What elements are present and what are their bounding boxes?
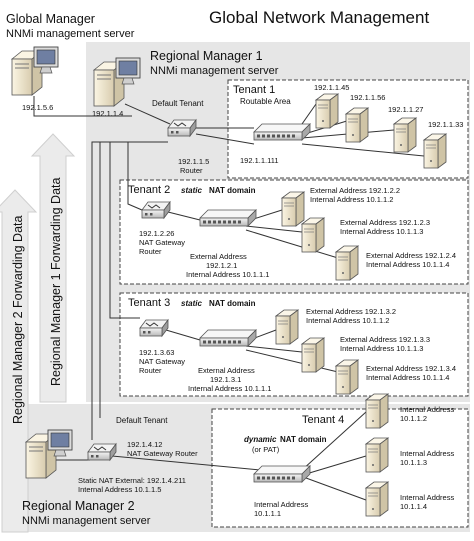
regional-manager-1-ip: 192.1.1.4 (92, 109, 123, 118)
regional-manager-2-subtitle: NNMi management server (22, 515, 151, 527)
tenant-4-host-3-l2: 10.1.1.4 (400, 502, 427, 511)
tenant-2-host-1-int: Internal Address 10.1.1.2 (310, 195, 393, 204)
global-manager-ip: 192.1.5.6 (22, 103, 53, 112)
tenant-2-title: Tenant 2 (128, 184, 170, 196)
regional-2-gateway-ip: 192.1.4.12 (127, 440, 162, 449)
tenant-3-switch-icon (199, 329, 257, 347)
tenant-2-domain-type: static (181, 186, 202, 195)
tenant-2-switch-label-3: Internal Address 10.1.1.1 (186, 270, 269, 279)
tenant-1-host-4-ip: 192.1.1.33 (428, 120, 463, 129)
tenant-1-host-2-ip: 192.1.1.56 (350, 93, 385, 102)
tenant-2-host-3-icon (335, 245, 359, 281)
tenant-1-subtitle: Routable Area (240, 97, 291, 106)
tenant-4-domain-note: (or PAT) (252, 445, 280, 454)
regional-2-internal-address: Internal Address 10.1.1.5 (78, 485, 161, 494)
tenant-4-host-1-l1: Internal Address (400, 405, 454, 414)
regional-1-router-icon (167, 119, 197, 137)
regional-1-router-ip: 192.1.1.5 (178, 157, 209, 166)
tenant-3-host-1-icon (275, 309, 299, 345)
tenant-3-switch-label-3: Internal Address 10.1.1.1 (188, 384, 271, 393)
tenant-2-host-1-icon (281, 191, 305, 227)
tenant-3-router-label-2: Router (139, 366, 162, 375)
rm1-forwarding-label: Regional Manager 1 Forwarding Data (49, 178, 63, 386)
tenant-4-switch-icon (253, 465, 311, 483)
tenant-1-host-1-ip: 192.1.1.45 (314, 83, 349, 92)
tenant-2-host-3-int: Internal Address 10.1.1.4 (366, 260, 449, 269)
tenant-1-title: Tenant 1 (233, 84, 275, 96)
tenant-3-title: Tenant 3 (128, 297, 170, 309)
tenant-3-host-1-ext: External Address 192.1.3.2 (306, 307, 396, 316)
tenant-1-host-3-ip: 192.1.1.27 (388, 105, 423, 114)
regional-2-static-nat-external: Static NAT External: 192.1.4.211 (78, 476, 186, 485)
tenant-2-host-2-icon (301, 217, 325, 253)
rm1-forwarding-arrow (30, 133, 76, 403)
tenant-4-switch-label-1: Internal Address (254, 500, 308, 509)
tenant-2-host-2-int: Internal Address 10.1.1.3 (340, 227, 423, 236)
regional-2-gateway-label: NAT Gateway Router (127, 449, 198, 458)
global-manager-subtitle: NNMi management server (6, 28, 135, 40)
tenant-2-switch-label-1: External Address (190, 252, 247, 261)
tenant-3-router-ip: 192.1.3.63 (139, 348, 174, 357)
tenant-1-host-2-icon (345, 107, 369, 143)
tenant-4-host-2-icon (365, 437, 389, 473)
tenant-2-router-icon (141, 201, 171, 219)
regional-1-router-label: Router (180, 166, 203, 175)
tenant-2-router-label-2: Router (139, 247, 162, 256)
tenant-4-host-2-l2: 10.1.1.3 (400, 458, 427, 467)
tenant-2-domain-label: NAT domain (209, 186, 256, 195)
tenant-3-host-3-icon (335, 359, 359, 395)
tenant-2-host-3-ext: External Address 192.1.2.4 (366, 251, 456, 260)
tenant-1-host-4-icon (423, 133, 447, 169)
tenant-3-host-2-int: Internal Address 10.1.1.3 (340, 344, 423, 353)
tenant-3-switch-label-2: 192.1.3.1 (210, 375, 241, 384)
regional-manager-1-title: Regional Manager 1 (150, 49, 263, 63)
tenant-1-switch-icon (253, 123, 311, 141)
tenant-4-domain-label: NAT domain (280, 435, 327, 444)
tenant-3-host-2-ext: External Address 192.1.3.3 (340, 335, 430, 344)
tenant-2-host-2-ext: External Address 192.1.2.3 (340, 218, 430, 227)
regional-manager-2-title: Regional Manager 2 (22, 499, 135, 513)
tenant-3-domain-type: static (181, 299, 202, 308)
tenant-1-host-3-icon (393, 117, 417, 153)
tenant-3-router-label-1: NAT Gateway (139, 357, 185, 366)
tenant-4-box (211, 408, 469, 528)
tenant-1-host-1-icon (315, 93, 339, 129)
tenant-4-host-2-l1: Internal Address (400, 449, 454, 458)
tenant-3-host-1-int: Internal Address 10.1.1.2 (306, 316, 389, 325)
tenant-2-switch-label-2: 192.1.2.1 (206, 261, 237, 270)
tenant-3-switch-label-1: External Address (198, 366, 255, 375)
tenant-3-router-icon (139, 319, 169, 337)
default-tenant-2-label: Default Tenant (116, 416, 168, 425)
tenant-4-switch-label-2: 10.1.1.1 (254, 509, 281, 518)
page-title: Global Network Management (209, 8, 429, 27)
tenant-3-host-3-ext: External Address 192.1.3.4 (366, 364, 456, 373)
tenant-4-host-3-l1: Internal Address (400, 493, 454, 502)
tenant-3-host-3-int: Internal Address 10.1.1.4 (366, 373, 449, 382)
regional-manager-1-subtitle: NNMi management server (150, 65, 279, 77)
tenant-4-domain-type: dynamic (244, 435, 277, 444)
tenant-1-switch-ip: 192.1.1.111 (240, 156, 279, 165)
tenant-2-router-ip: 192.1.2.26 (139, 229, 174, 238)
tenant-4-host-1-icon (365, 393, 389, 429)
tenant-3-domain-label: NAT domain (209, 299, 256, 308)
tenant-2-switch-icon (199, 209, 257, 227)
global-manager-title: Global Manager (6, 12, 95, 26)
tenant-2-host-1-ext: External Address 192.1.2.2 (310, 186, 400, 195)
regional-2-gateway-router-icon (87, 443, 117, 461)
tenant-4-host-1-l2: 10.1.1.2 (400, 414, 427, 423)
tenant-4-host-3-icon (365, 481, 389, 517)
tenant-3-host-2-icon (301, 337, 325, 373)
tenant-4-title: Tenant 4 (302, 414, 344, 426)
rm2-forwarding-label: Regional Manager 2 Forwarding Data (11, 216, 25, 424)
global-manager-server-icon (11, 46, 59, 96)
default-tenant-1-label: Default Tenant (152, 99, 204, 108)
tenant-2-router-label-1: NAT Gateway (139, 238, 185, 247)
